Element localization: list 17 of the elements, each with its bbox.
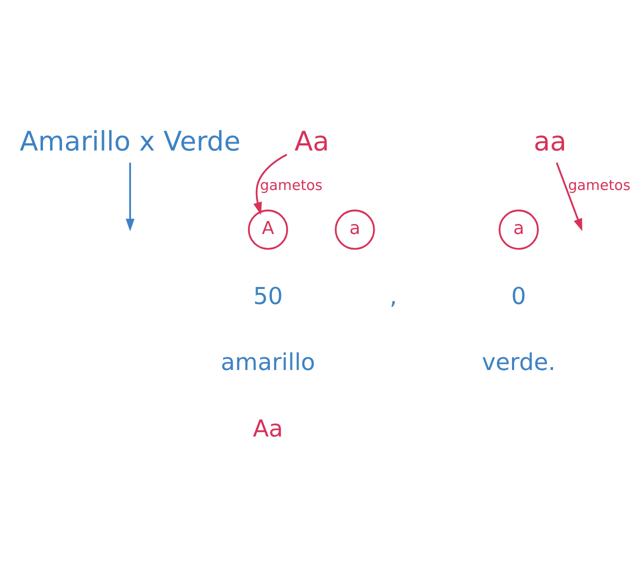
edge-label: gametos (260, 178, 322, 194)
node-circle: a (334, 210, 375, 250)
edge-label: gametos (568, 178, 631, 194)
label: Aa (252, 415, 284, 442)
node-circle: A (248, 210, 288, 250)
arrow (126, 162, 134, 232)
node-text: aa (534, 126, 567, 158)
label: amarillo (220, 349, 316, 376)
label: 50 (253, 282, 283, 310)
arrow (556, 162, 582, 232)
node-text: Amarillo x Verde (20, 126, 241, 158)
label: verde. (482, 349, 556, 376)
node-circle: a (498, 210, 539, 250)
node-text: Aa (294, 126, 330, 158)
label: 0 (511, 282, 526, 310)
arrow (253, 154, 288, 215)
label: , (390, 282, 398, 310)
